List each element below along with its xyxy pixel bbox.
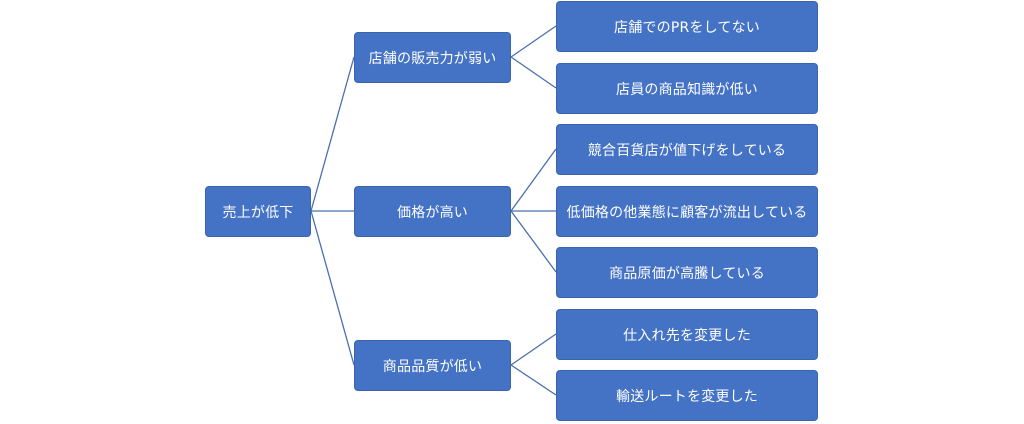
detail-node-low-product-knowledge: 店員の商品知識が低い — [556, 63, 818, 114]
cause-node-low-quality: 商品品質が低い — [354, 340, 511, 391]
detail-node-competitor-discount: 競合百貨店が値下げをしている — [556, 124, 818, 175]
detail-node-route-change: 輸送ルートを変更した — [556, 370, 818, 421]
detail-node-customer-outflow: 低価格の他業態に顧客が流出している — [556, 186, 818, 237]
connector-cause3-detail1 — [510, 333, 557, 366]
root-node: 売上が低下 — [205, 186, 311, 237]
connector-root-cause1 — [310, 56, 355, 212]
connector-cause3-detail2 — [510, 364, 557, 396]
cause-node-high-price: 価格が高い — [354, 186, 511, 237]
connector-root-cause3 — [310, 210, 355, 366]
cause-node-sales-power: 店舗の販売力が弱い — [354, 32, 511, 83]
connector-cause1-detail2 — [510, 56, 557, 89]
detail-node-no-store-pr: 店舗でのPRをしてない — [556, 1, 818, 52]
connector-cause2-detail3 — [510, 210, 557, 273]
connector-cause1-detail1 — [510, 25, 557, 58]
connector-cause2-detail1 — [510, 148, 557, 212]
detail-node-cost-rise: 商品原価が高騰している — [556, 247, 818, 298]
detail-node-supplier-change: 仕入れ先を変更した — [556, 309, 818, 360]
